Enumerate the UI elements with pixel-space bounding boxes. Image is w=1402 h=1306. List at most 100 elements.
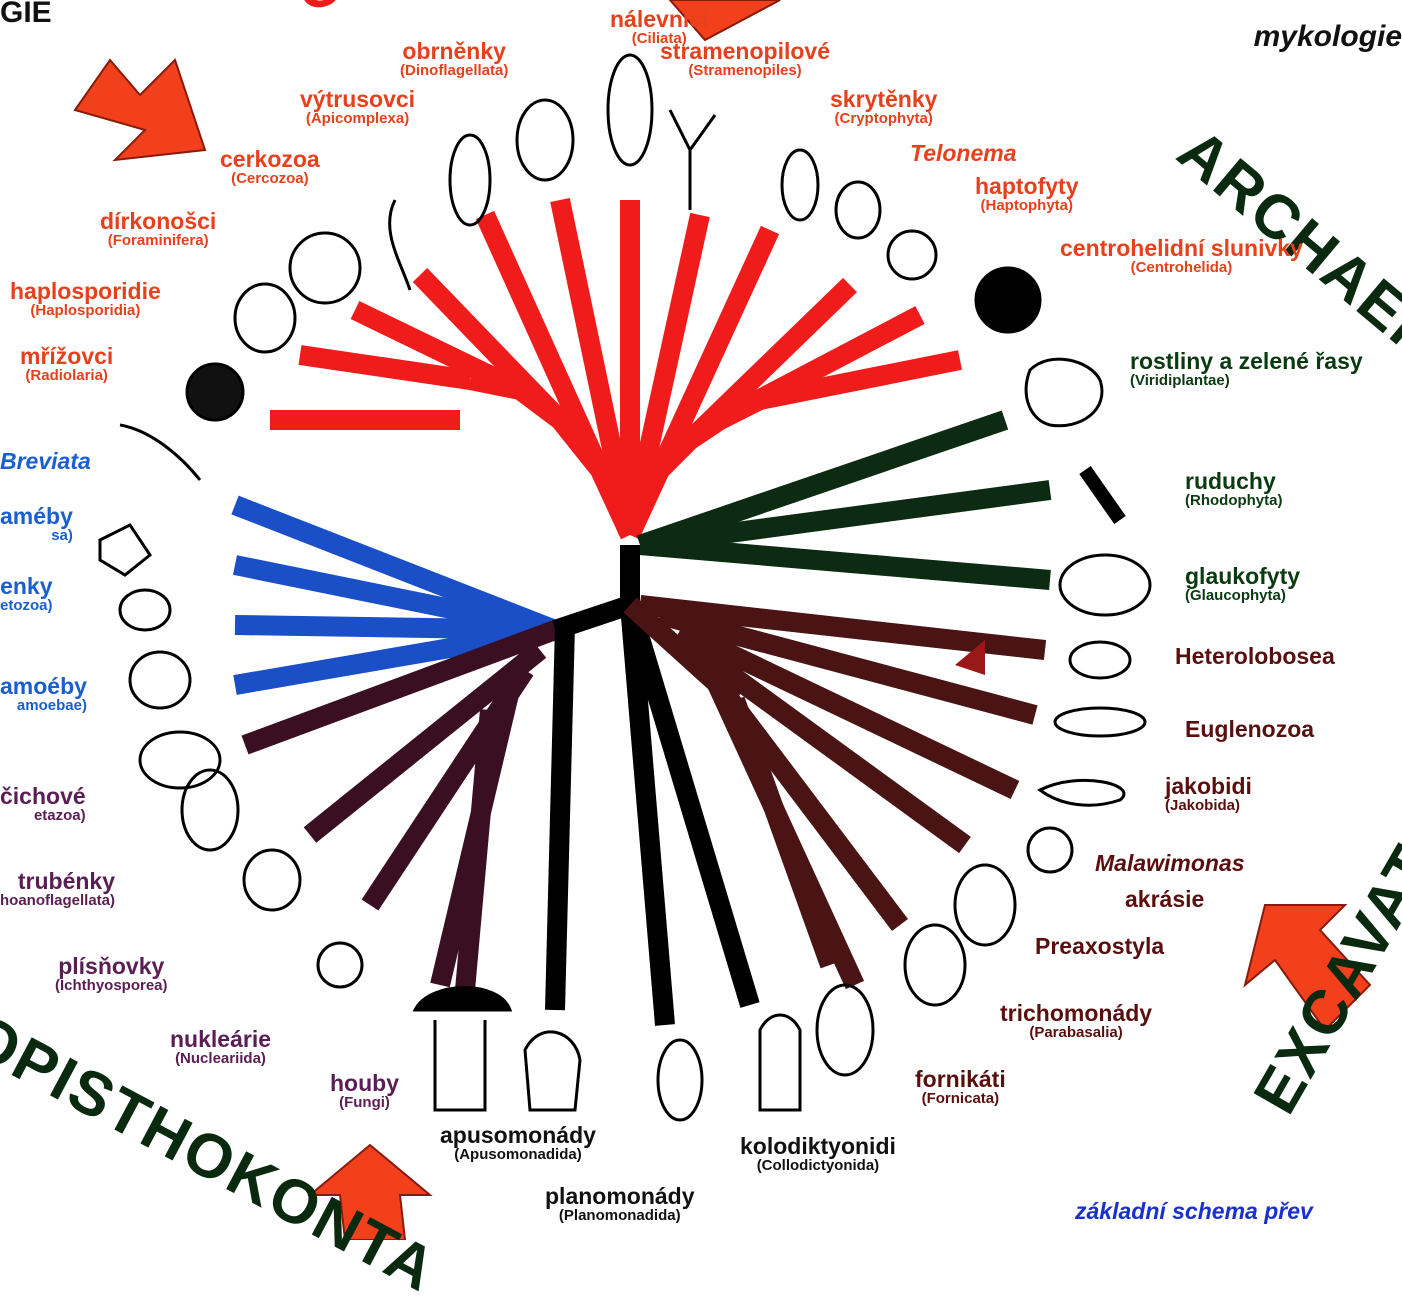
- label-czech-name: trubénky: [17, 868, 116, 894]
- branch-collodictyonida: [620, 602, 760, 1008]
- sketch-amoeba: [98, 523, 153, 577]
- label-30: nukleárie(Nucleariida): [170, 1026, 271, 1067]
- sketch-glaucophyta: [1058, 553, 1152, 617]
- label-czech-name: obrněnky: [402, 38, 506, 64]
- label-latin-name: (Rhodophyta): [1185, 492, 1283, 509]
- branch-excavata-stem: [623, 597, 742, 708]
- sketch-strameno: [668, 109, 717, 210]
- branch-haplosporidia: [298, 345, 472, 390]
- branch-choanoflag: [303, 642, 547, 843]
- corner-text: GIE: [0, 0, 52, 29]
- label-latin-name: (Fornicata): [921, 1090, 1000, 1107]
- label-latin-name: (Foraminifera): [107, 232, 209, 249]
- label-1: nálevníci(Ciliata): [610, 8, 708, 47]
- label-czech-name: Malawimonas: [1095, 850, 1245, 876]
- sketch-ichthyosporea: [242, 848, 302, 912]
- label-18: glaukofyty(Glaucophyta): [1185, 565, 1300, 604]
- label-latin-name: (Ciliata): [631, 30, 687, 47]
- label-czech-name: cerkozoa: [220, 146, 320, 172]
- label-latin-name: (Radiolaria): [25, 367, 108, 384]
- arrow-bottom-right: [1243, 904, 1372, 1032]
- sketch-jakobida: [1037, 778, 1126, 807]
- sketch-fungi-cap: [412, 986, 513, 1012]
- label-24: Malawimonas: [1095, 852, 1245, 875]
- label-5: skrytěnky(Cryptophyta): [830, 88, 937, 127]
- label-latin-name: amoebae): [16, 697, 87, 714]
- label-czech-name: plísňovky: [58, 953, 165, 979]
- branch-metazoa: [241, 620, 559, 755]
- label-czech-name: centrohelidní slunivky: [1060, 235, 1303, 261]
- sketch-choanoflag: [180, 768, 240, 852]
- label-6: Telonema: [910, 142, 1017, 165]
- label-czech-name: amoéby: [0, 673, 87, 699]
- branch-rhodophyta: [638, 480, 1052, 555]
- sketch-archamoebae: [128, 650, 192, 710]
- sketch-euglenozoa: [1053, 706, 1147, 738]
- tree-svg: [73, 0, 1372, 1240]
- label-czech-name: fornikáti: [915, 1066, 1006, 1092]
- branch-trunk-right: [620, 391, 765, 540]
- sketch-malawimonas: [1026, 826, 1074, 874]
- branch-root-stem: [551, 545, 640, 640]
- sketch-radiolaria: [185, 362, 245, 422]
- branch-stramenopiles: [620, 212, 710, 538]
- sketch-breviata: [119, 423, 202, 481]
- branches-archaeplastida: [636, 410, 1052, 590]
- branch-fornicata: [725, 696, 840, 969]
- label-latin-name: (Viridiplantae): [1130, 372, 1230, 389]
- footnote: základní schema přev: [1075, 1198, 1313, 1224]
- branches-opisthokonta: [241, 620, 559, 991]
- branch-planomonadida: [620, 604, 675, 1026]
- branch-euglenozoa: [657, 605, 1038, 725]
- label-14: Breviata: [0, 450, 91, 473]
- label-latin-name: etazoa): [33, 807, 86, 824]
- label-25: akrásie: [1125, 888, 1204, 911]
- label-latin-name: (Cryptophyta): [834, 110, 933, 127]
- label-9: dírkonošci(Foraminifera): [100, 210, 216, 249]
- sketch-planomonadida: [656, 1038, 704, 1122]
- label-czech-name: Preaxostyla: [1035, 933, 1165, 959]
- sketch-preaxostyla: [953, 863, 1017, 947]
- label-latin-name: etozoa): [0, 597, 53, 614]
- label-czech-name: haptofyty: [975, 173, 1079, 199]
- sketch-viridiplantae: [1024, 357, 1104, 428]
- label-latin-name: (Apicomplexa): [305, 110, 410, 127]
- label-czech-name: trichomonády: [1000, 1000, 1153, 1026]
- branch-fungi: [455, 709, 500, 991]
- sketch-cryptophyta: [780, 148, 820, 222]
- branch-cryptophyta: [650, 225, 780, 475]
- sketch-fornicata: [815, 983, 875, 1077]
- label-czech-name: nukleárie: [170, 1026, 271, 1052]
- branch-ciliata: [550, 197, 640, 538]
- branches-excavata: [623, 595, 1047, 990]
- label-latin-name: (Dinoflagellata): [400, 62, 509, 79]
- sketch-heterolobosea: [1068, 640, 1132, 680]
- label-latin-name: (Planomonadida): [558, 1207, 681, 1224]
- label-czech-name: Telonema: [910, 140, 1017, 166]
- corner-top-right: mykologie: [1253, 20, 1402, 53]
- label-latin-name: (Apusomonadida): [454, 1146, 582, 1163]
- label-latin-name: (Fungi): [339, 1094, 390, 1111]
- sketch-apusomonadida: [523, 1030, 582, 1112]
- label-27: Preaxostyla: [1035, 935, 1164, 958]
- branch-apusomonadida: [545, 624, 575, 1011]
- label-latin-name: (Collodictyonida): [756, 1157, 880, 1174]
- sketch-nucleariida: [316, 941, 364, 989]
- sketch-fungi-stem: [433, 1020, 487, 1112]
- label-33: apusomonády(Apusomonadida): [440, 1124, 596, 1163]
- branch-centrohelida: [758, 350, 962, 410]
- label-czech-name: améby: [0, 503, 73, 529]
- label-czech-name: planomonády: [545, 1183, 695, 1209]
- label-latin-name: (Nucleariida): [175, 1050, 266, 1067]
- label-czech-name: enky: [0, 573, 53, 599]
- label-28: plísňovky(Ichthyosporea): [55, 953, 168, 994]
- label-czech-name: Breviata: [0, 448, 91, 474]
- sketch-collodictyonida: [758, 1013, 802, 1112]
- label-czech-name: jakobidi: [1165, 773, 1252, 799]
- label-21: Euglenozoa: [1185, 718, 1314, 741]
- label-7: cerkozoa(Cercozoa): [220, 146, 320, 187]
